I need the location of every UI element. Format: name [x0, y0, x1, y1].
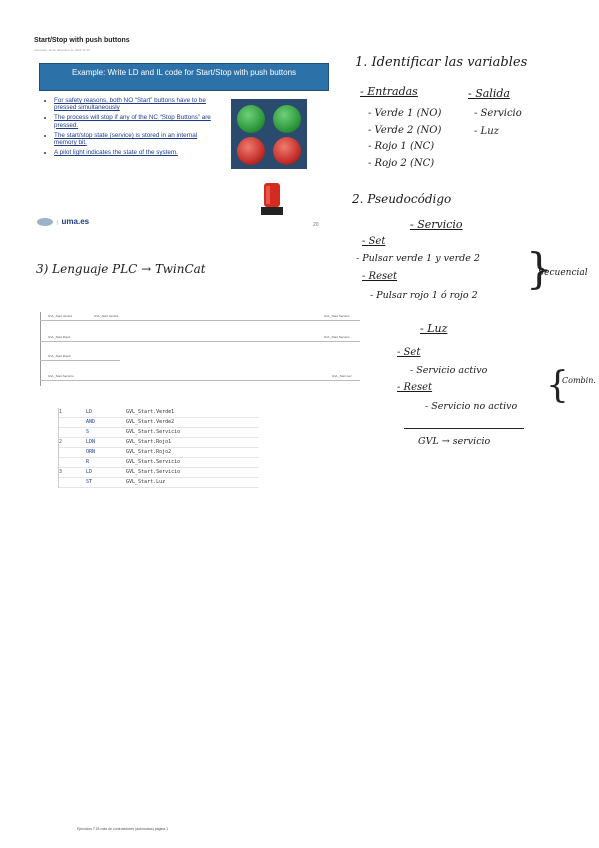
slide-heading: Example: Write LD and IL code for Start/… [39, 63, 329, 91]
coil-label: GVL_Start.Luz [332, 374, 352, 378]
page-timestamp: miércoles, 16 de diciembre de 2020 13:19 [34, 48, 90, 52]
pilot-light-icon [261, 183, 283, 215]
slide-bullet: The process will stop if any of the NC “… [54, 114, 215, 128]
luz-reset-heading: - Reset [397, 382, 433, 393]
slide-bullet: For safety reasons, both NO “Start” butt… [54, 97, 215, 111]
slide-footer: | uma.es [37, 217, 89, 226]
green-button-icon [273, 105, 301, 133]
set-condition: - Pulsar verde 1 y verde 2 [356, 253, 480, 264]
input-item: - Verde 1 (NO) [368, 108, 442, 119]
ladder-rung [40, 341, 360, 342]
input-item: - Rojo 2 (NC) [368, 158, 435, 169]
output-item: - Servicio [474, 108, 522, 119]
slide-bullet: A pilot light indicates the state of the… [54, 149, 215, 156]
reset-heading: - Reset [362, 271, 398, 282]
push-buttons-image [231, 99, 307, 169]
ladder-rung [40, 320, 360, 321]
ladder-diagram: GVL_Start.Verde1 GVL_Start.Verde2 GVL_St… [34, 312, 364, 387]
brace-icon: } [546, 365, 569, 406]
step-2-heading: 2. Pseudocódigo [352, 192, 452, 206]
slide-image: Example: Write LD and IL code for Start/… [33, 57, 338, 239]
slide-page-number: 20 [313, 222, 319, 228]
luz-set-heading: - Set [397, 347, 421, 358]
page-title: Start/Stop with push buttons [34, 37, 130, 44]
contact-label: GVL_Start.Verde1 [48, 314, 73, 318]
divider [404, 428, 524, 429]
output-item: - Luz [474, 126, 499, 137]
red-button-icon [237, 137, 265, 165]
slide-bullet: The start/stop state (service) is stored… [54, 132, 215, 146]
left-rail [40, 312, 41, 386]
slide-bullets: For safety reasons, both NO “Start” butt… [45, 97, 215, 159]
coil-label: GVL_Start.Servicio [324, 314, 350, 318]
reset-condition: - Pulsar rojo 1 ó rojo 2 [370, 290, 478, 301]
inputs-heading: - Entradas [360, 85, 418, 98]
step-3-heading: 3) Lenguaje PLC → TwinCat [36, 262, 206, 276]
luz-set-condition: - Servicio activo [410, 365, 488, 376]
page-footer: Ejercicios T.18 más de controladores (au… [77, 827, 169, 831]
set-heading: - Set [362, 236, 386, 247]
contact-label: GVL_Start.Rojo1 [48, 335, 71, 339]
brace-icon: } [526, 244, 553, 293]
ladder-rung [40, 360, 120, 361]
input-item: - Rojo 1 (NC) [368, 141, 435, 152]
contact-label: GVL_Start.Rojo2 [48, 354, 71, 358]
uma-logo: uma.es [61, 217, 90, 226]
servicio-heading: - Servicio [410, 218, 463, 231]
coil-label: GVL_Start.Servicio [324, 335, 350, 339]
combinational-label: Combin. [562, 376, 596, 385]
university-logo-icon [37, 217, 53, 226]
luz-heading: - Luz [420, 322, 448, 335]
ladder-rung [40, 380, 360, 381]
gvl-note: GVL → servicio [418, 436, 491, 447]
sequential-label: Secuencial [538, 268, 588, 278]
contact-label: GVL_Start.Servicio [48, 374, 74, 378]
contact-label: GVL_Start.Verde2 [94, 314, 119, 318]
step-1-heading: 1. Identificar las variables [355, 55, 528, 70]
input-item: - Verde 2 (NO) [368, 125, 442, 136]
luz-reset-condition: - Servicio no activo [425, 401, 518, 412]
outputs-heading: - Salida [468, 87, 510, 100]
red-button-icon [273, 137, 301, 165]
green-button-icon [237, 105, 265, 133]
